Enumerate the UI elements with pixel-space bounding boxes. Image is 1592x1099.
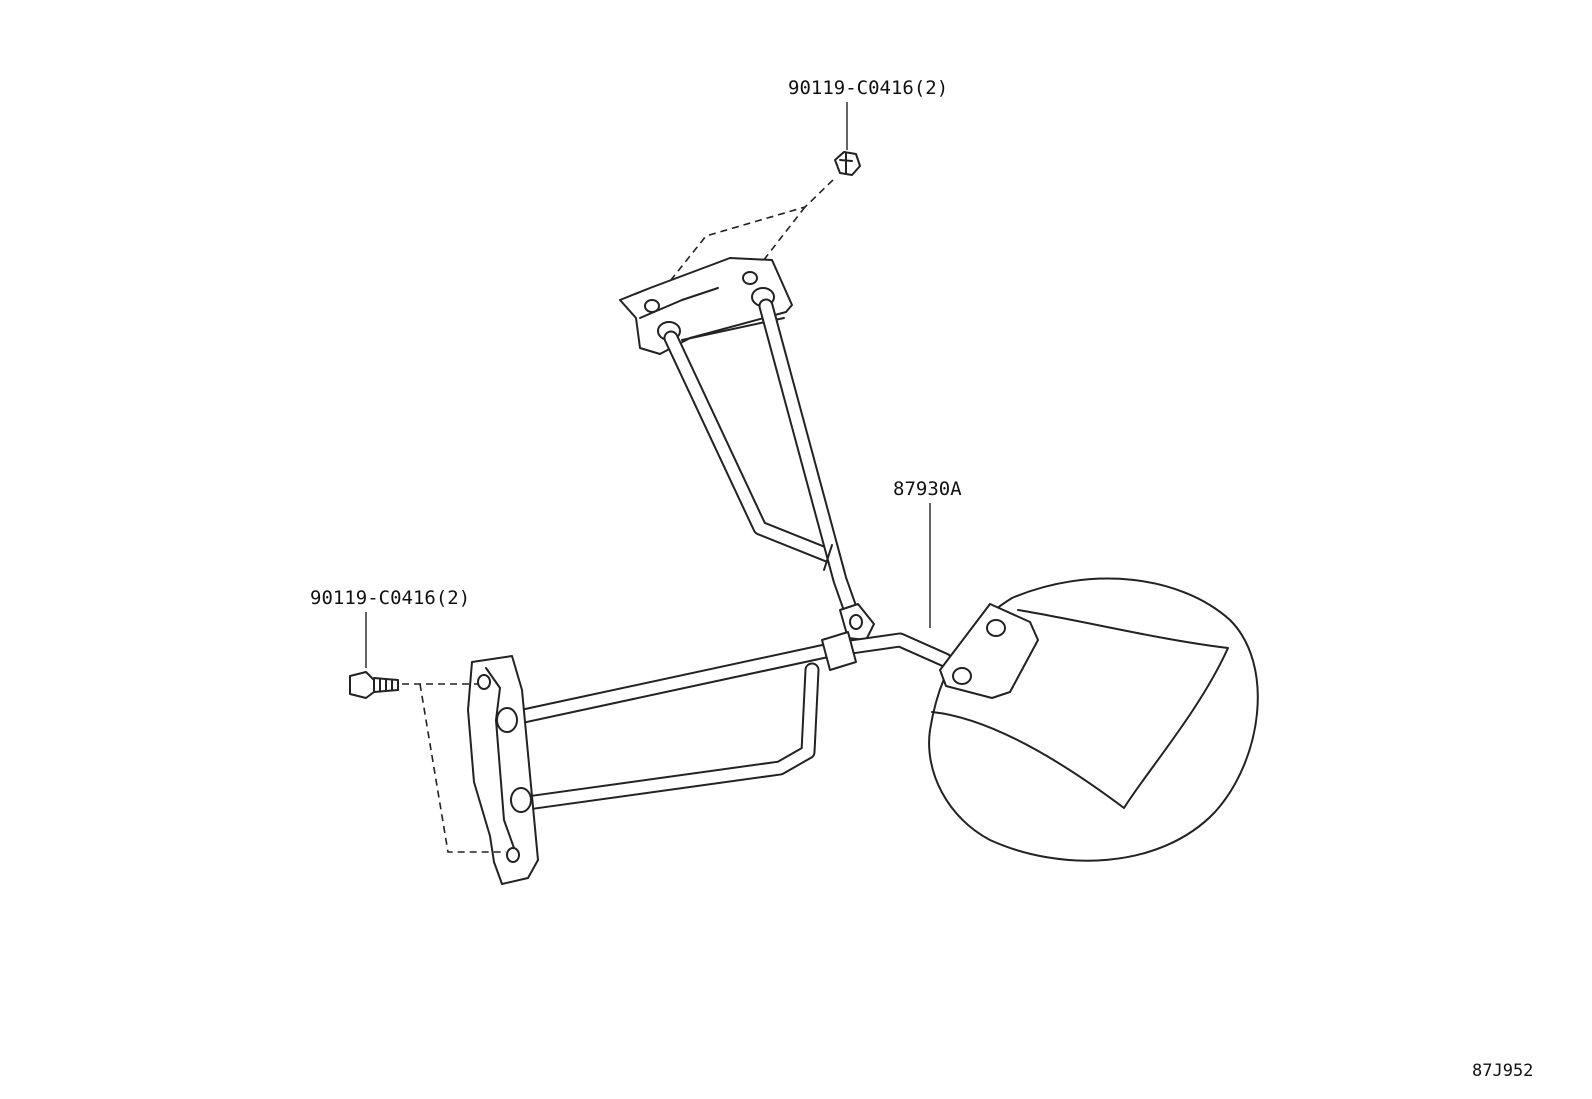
install-line-top bbox=[654, 179, 834, 301]
install-line-side-2 bbox=[419, 683, 506, 853]
top-nut bbox=[834, 151, 861, 176]
callout-top-nut-label: 90119-C0416(2) bbox=[788, 77, 948, 99]
callout-side-bolt-label: 90119-C0416(2) bbox=[310, 587, 470, 609]
mirror-head bbox=[928, 577, 1259, 862]
upper-support-rods bbox=[663, 298, 860, 622]
callout-mirror-assembly-label: 87930A bbox=[893, 478, 962, 500]
diagram-id: 87J952 bbox=[1472, 1061, 1533, 1081]
side-bolt bbox=[349, 671, 399, 699]
install-line-top-2 bbox=[751, 206, 806, 276]
upper-bracket bbox=[619, 257, 793, 355]
side-bracket bbox=[467, 655, 539, 885]
lower-arms bbox=[497, 631, 953, 812]
